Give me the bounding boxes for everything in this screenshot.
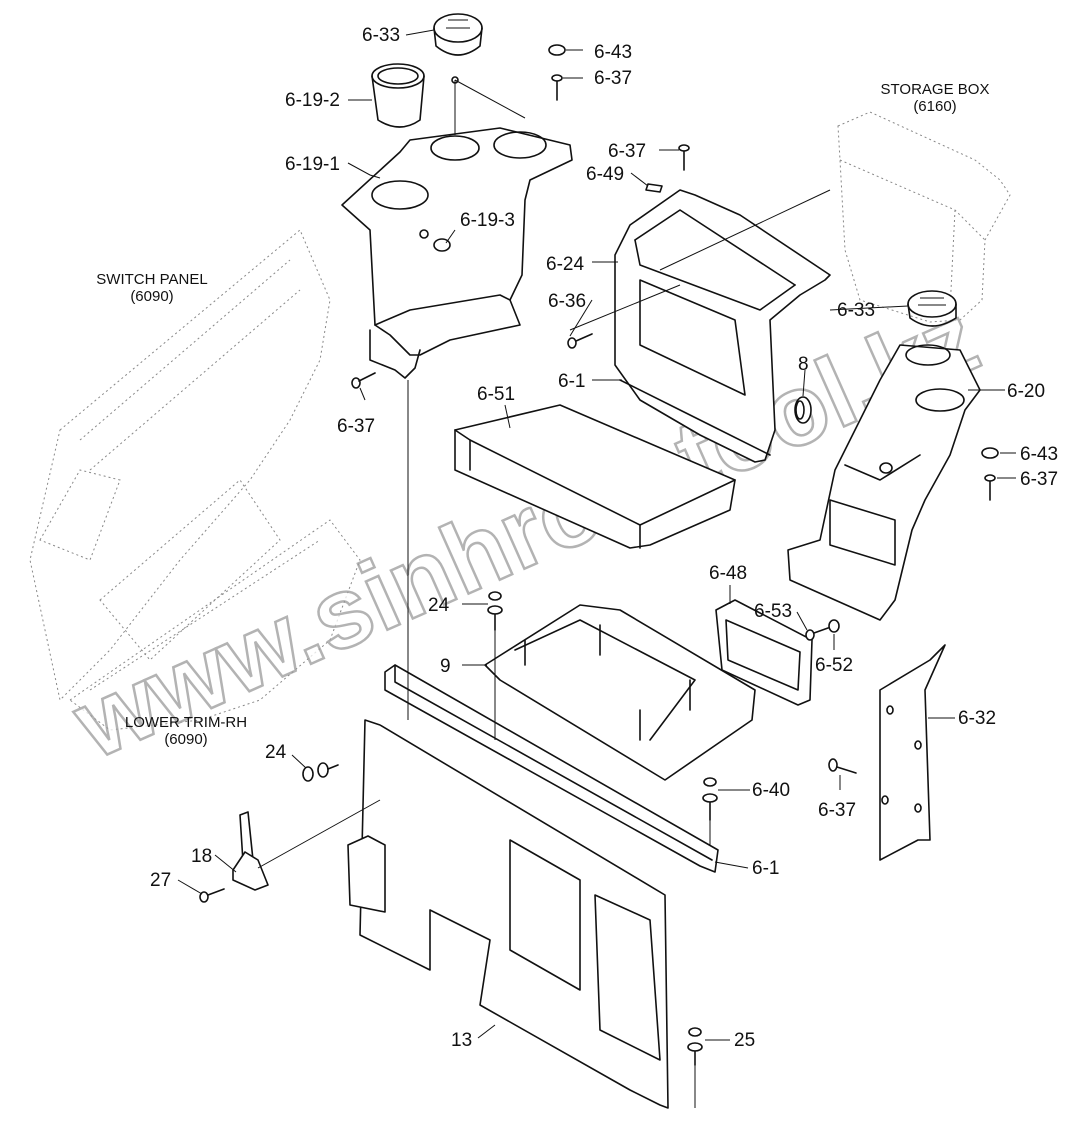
- label-6-20: 6-20: [1007, 381, 1045, 402]
- label-6-32: 6-32: [958, 708, 996, 729]
- reference-labels: STORAGE BOX (6160) SWITCH PANEL (6090) L…: [96, 81, 989, 748]
- screw-6-37-b: [678, 144, 690, 171]
- lower-trim-name: LOWER TRIM-RH: [125, 714, 247, 731]
- part-6-1-rail: [384, 664, 719, 873]
- bolt-24-upper: [487, 591, 503, 631]
- label-9: 9: [440, 656, 451, 677]
- label-6-33-top: 6-33: [362, 25, 400, 46]
- label-6-48: 6-48: [709, 563, 747, 584]
- lower-trim-ghost: [69, 519, 361, 731]
- label-6-53: 6-53: [754, 601, 792, 622]
- label-6-19-1: 6-19-1: [285, 154, 340, 175]
- storage-box-code: (6160): [913, 98, 956, 115]
- label-6-24: 6-24: [546, 254, 584, 275]
- part-6-51-tray: [454, 404, 736, 549]
- part-6-24-panel: [614, 189, 831, 463]
- screw-6-37-e: [828, 758, 857, 774]
- part-13-plate: [347, 719, 669, 1109]
- switch-panel-ghost: [29, 229, 331, 702]
- label-6-37-left: 6-37: [337, 416, 375, 437]
- washer-6-52: [828, 619, 840, 633]
- label-6-37-lower: 6-37: [818, 800, 856, 821]
- label-24-upper: 24: [428, 595, 450, 616]
- part-18-lever: [232, 811, 269, 891]
- switch-panel-code: (6090): [130, 288, 173, 305]
- bolt-6-40: [702, 777, 718, 821]
- part-6-19-1-console: [341, 127, 573, 379]
- part-6-33-top-lid: [433, 13, 483, 84]
- storage-box-name: STORAGE BOX: [881, 81, 990, 98]
- label-6-43-right: 6-43: [1020, 444, 1058, 465]
- switch-panel-name: SWITCH PANEL: [96, 271, 207, 288]
- label-6-52: 6-52: [815, 655, 853, 676]
- label-6-1-upper: 6-1: [558, 371, 585, 392]
- screw-6-37-a: [551, 74, 563, 101]
- label-6-33-right: 6-33: [837, 300, 875, 321]
- label-27: 27: [150, 870, 171, 891]
- screw-27: [199, 888, 225, 903]
- screw-6-36: [567, 333, 593, 349]
- label-18: 18: [191, 846, 212, 867]
- label-6-40: 6-40: [752, 780, 790, 801]
- screw-6-37-c: [351, 372, 376, 389]
- label-13: 13: [451, 1030, 472, 1051]
- label-24-left: 24: [265, 742, 287, 763]
- label-6-37-right: 6-37: [1020, 469, 1058, 490]
- bolt-24-left: [302, 762, 339, 782]
- part-6-33-right-lid: [907, 290, 957, 327]
- label-6-19-3: 6-19-3: [460, 210, 515, 231]
- part-6-43-cap-right: [981, 447, 999, 459]
- part-6-19-2-cup: [371, 63, 425, 128]
- part-6-20-right-console: [787, 344, 981, 621]
- label-6-1-lower: 6-1: [752, 858, 779, 879]
- screw-6-37-d: [984, 474, 996, 501]
- clip-6-49: [645, 183, 663, 193]
- part-8-ring: [794, 396, 812, 424]
- storage-box-ghost: [837, 111, 1011, 323]
- label-6-37-top: 6-37: [594, 68, 632, 89]
- label-6-49: 6-49: [586, 164, 624, 185]
- bolt-25: [687, 1027, 703, 1066]
- lower-trim-code: (6090): [164, 731, 207, 748]
- part-6-43-cap-top: [548, 44, 566, 56]
- label-25: 25: [734, 1030, 755, 1051]
- label-6-51: 6-51: [477, 384, 515, 405]
- label-6-37-panel: 6-37: [608, 141, 646, 162]
- part-labels: 6-33 6-19-2 6-19-1 6-19-3 6-43 6-37 6-37…: [150, 25, 1058, 1051]
- label-6-36: 6-36: [548, 291, 586, 312]
- screw-6-53: [805, 627, 829, 641]
- leader-lines: [177, 29, 1016, 1108]
- label-6-43-top: 6-43: [594, 42, 632, 63]
- part-6-32-side-panel: [879, 644, 946, 861]
- part-9-bracket: [484, 604, 756, 781]
- label-8: 8: [798, 354, 809, 375]
- label-6-19-2: 6-19-2: [285, 90, 340, 111]
